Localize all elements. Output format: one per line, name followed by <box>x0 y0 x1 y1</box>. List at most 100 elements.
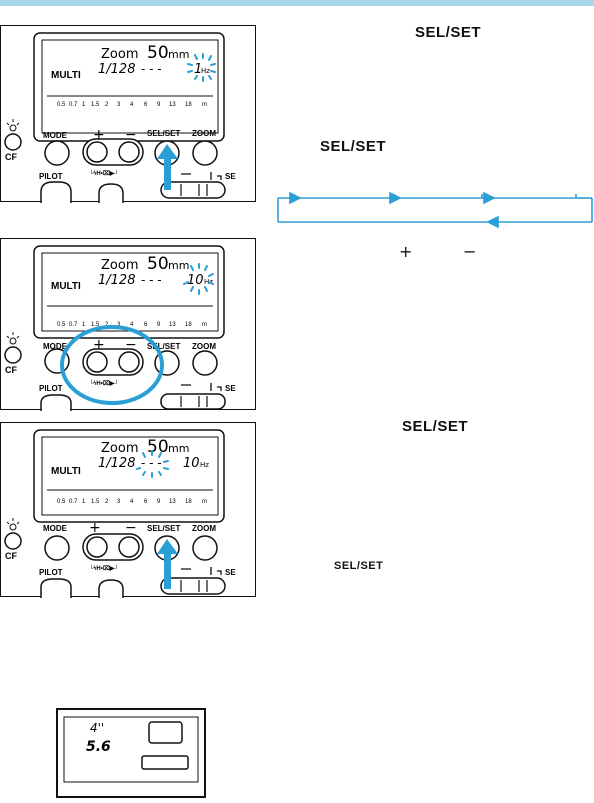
selset-text-4: SEL/SET <box>334 560 384 572</box>
selset-text-3: SEL/SET <box>402 418 469 435</box>
scale-label: m <box>202 102 207 108</box>
scale-label: 0.7 <box>69 102 78 108</box>
scale-label: 1 <box>82 102 86 108</box>
scale-label: 1.5 <box>91 102 100 108</box>
minus-button[interactable] <box>118 141 140 163</box>
viewfinder-box-upper <box>148 721 183 744</box>
mode-label: MODE <box>43 524 68 533</box>
scale-label: 1 <box>82 322 86 328</box>
scale-label: 1 <box>82 499 86 505</box>
power-switch[interactable] <box>160 577 226 595</box>
dashes: - - - <box>141 456 162 470</box>
frequency-value: 1 <box>194 62 202 77</box>
hz-unit: Hz <box>201 67 210 75</box>
mode-multi: MULTI <box>51 466 81 477</box>
flash-mode-label: └ϟH•⌧▶┘ <box>89 564 119 572</box>
switch-markings <box>181 172 222 180</box>
mode-button[interactable] <box>44 140 70 166</box>
selset-label: SEL/SET <box>147 524 180 533</box>
scale-label: 6 <box>144 322 148 328</box>
selset-label: SEL/SET <box>147 129 180 138</box>
pilot-label: PILOT <box>39 568 63 577</box>
lcd-screen <box>41 39 219 134</box>
pilot-button[interactable] <box>40 181 72 203</box>
lamp-icon <box>6 518 20 531</box>
blink-indicator <box>136 450 169 478</box>
power-switch[interactable] <box>160 393 226 410</box>
pilot-button[interactable] <box>40 394 72 411</box>
cycle-diagram <box>277 191 593 229</box>
mode-label: MODE <box>43 342 68 351</box>
scale-label: 0.5 <box>57 322 66 328</box>
scale-label: 18 <box>185 322 192 328</box>
plus-label: + <box>93 127 105 143</box>
scale-label: 9 <box>157 102 161 108</box>
mode-button[interactable] <box>44 535 70 561</box>
press-arrow <box>157 144 178 190</box>
zoom-unit: mm <box>168 259 189 272</box>
zoom-label: Zoom <box>101 441 138 456</box>
selset-text-1: SEL/SET <box>415 24 482 41</box>
distance-scale: 0.5 0.7 1 1.5 2 3 4 6 9 13 18 m <box>57 499 207 505</box>
plus-button[interactable] <box>86 141 108 163</box>
cf-label: CF <box>5 152 17 162</box>
minus-button[interactable] <box>118 536 140 558</box>
minus-sign: − <box>463 242 477 261</box>
cf-label: CF <box>5 551 17 561</box>
zoom-value: 50 <box>147 254 169 274</box>
scale-label: 0.7 <box>69 499 78 505</box>
distance-scale: 0.5 0.7 1 1.5 2 3 4 6 9 13 18 m <box>57 102 207 108</box>
bottom-button[interactable] <box>98 183 124 203</box>
zoom-button-label: ZOOM <box>192 524 216 533</box>
scale-label: 0.5 <box>57 499 66 505</box>
hz-unit: Hz <box>200 461 209 469</box>
pilot-button[interactable] <box>40 578 72 598</box>
zoom-value: 50 <box>147 43 169 63</box>
plus-label: + <box>93 337 105 353</box>
flash-mode-label: └ϟH•⌧▶┘ <box>89 379 119 387</box>
power-switch[interactable] <box>160 181 226 199</box>
scale-label: 6 <box>144 499 148 505</box>
ratio-value: 1/128 <box>98 62 135 77</box>
scale-label: 18 <box>185 102 192 108</box>
frequency-value: 10 <box>187 273 204 288</box>
scale-label: 1.5 <box>91 499 100 505</box>
zoom-button-label: ZOOM <box>192 129 216 138</box>
viewfinder-display: 4'' 5.6 <box>56 708 206 803</box>
scale-label: 3 <box>117 102 121 108</box>
zoom-label: Zoom <box>101 47 138 62</box>
lcd-screen <box>41 436 219 516</box>
cf-button[interactable] <box>4 133 22 151</box>
flash-panel-1: Zoom 50 mm 1/128 - - - 1 Hz MULTI 0.5 0.… <box>0 25 256 203</box>
pilot-label: PILOT <box>39 384 63 393</box>
selset-label: SEL/SET <box>147 342 180 351</box>
bottom-button[interactable] <box>98 579 124 598</box>
zoom-button[interactable] <box>192 350 218 376</box>
zoom-value: 50 <box>147 437 169 457</box>
lamp-icon <box>6 332 20 345</box>
mode-multi: MULTI <box>51 281 81 292</box>
cf-button[interactable] <box>4 532 22 550</box>
scale-label: 9 <box>157 499 161 505</box>
distance-scale: 0.5 0.7 1 1.5 2 3 4 6 9 13 18 m <box>57 322 207 328</box>
cf-button[interactable] <box>4 346 22 364</box>
scale-label: 13 <box>169 322 176 328</box>
plus-sign: + <box>399 242 413 261</box>
blink-indicator <box>187 53 216 82</box>
plus-button[interactable] <box>86 536 108 558</box>
viewfinder-line2: 5.6 <box>86 739 111 755</box>
scale-label: 3 <box>117 322 121 328</box>
zoom-button[interactable] <box>192 140 218 166</box>
minus-label: − <box>125 337 137 353</box>
plus-label: + <box>89 520 101 536</box>
dashes: - - - <box>141 62 162 76</box>
plus-button[interactable] <box>86 351 108 373</box>
se-label: SE <box>225 384 236 393</box>
zoom-label: Zoom <box>101 258 138 273</box>
flash-mode-label: └ϟH•⌧▶┘ <box>89 169 119 177</box>
minus-button[interactable] <box>118 351 140 373</box>
scale-label: 2 <box>105 322 109 328</box>
zoom-button[interactable] <box>192 535 218 561</box>
scale-label: m <box>202 322 207 328</box>
scale-label: 4 <box>130 322 134 328</box>
